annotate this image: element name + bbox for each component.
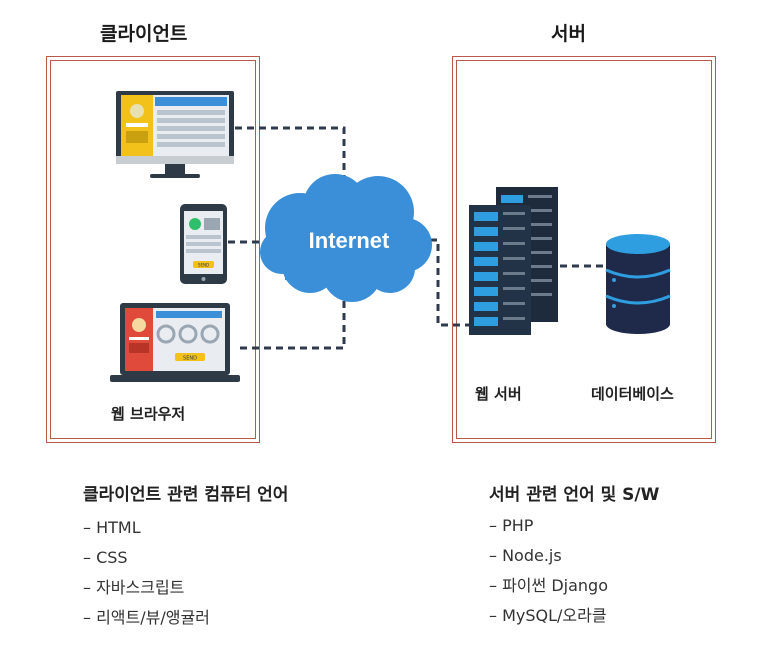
laptop-send-label: SEND [183,356,197,362]
list-item: – Node.js [489,546,562,565]
laptop-icon [110,303,240,382]
database-icon [605,234,671,334]
list-item: – 자바스크립트 [83,578,185,597]
list-item: – 리액트/뷰/앵귤러 [83,608,210,627]
server-frame [452,56,716,443]
list-item: – CSS [83,548,128,567]
server-title: 서버 [551,23,586,45]
web-server-label: 웹 서버 [475,385,522,403]
cloud-icon [260,174,432,302]
connector-laptop [240,298,346,350]
connector-desktop [235,126,346,185]
list-item: – 파이썬 Django [489,576,608,595]
server-languages-title: 서버 관련 언어 및 S/W [489,485,660,505]
client-languages-title: 클라이언트 관련 컴퓨터 언어 [83,485,289,505]
desktop-monitor-icon [116,91,234,178]
list-item: – PHP [489,516,534,535]
web-server-icon [469,187,558,335]
client-frame [46,56,260,443]
server-languages-list: – PHP – Node.js – 파이썬 Django – MySQL/오라클 [489,511,608,631]
tablet-send-label: SEND [198,263,209,268]
cloud-label: Internet [309,228,390,253]
database-label: 데이터베이스 [591,385,674,403]
client-title: 클라이언트 [100,23,188,45]
list-item: – MySQL/오라클 [489,606,607,625]
web-browser-label: 웹 브라우저 [111,405,186,423]
list-item: – HTML [83,518,141,537]
connector-webserver [430,238,470,327]
client-languages-list: – HTML – CSS – 자바스크립트 – 리액트/뷰/앵귤러 [83,513,210,633]
tablet-icon [180,204,227,284]
